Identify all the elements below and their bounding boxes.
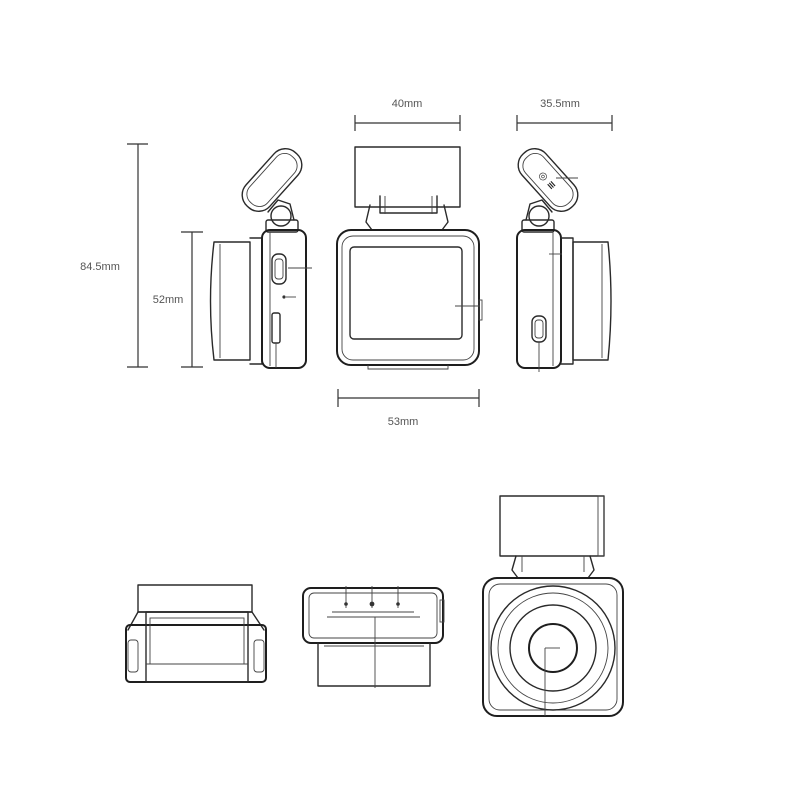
dim-label-35-5mm: 35.5mm [540, 98, 580, 110]
dimension-84-5mm: 84.5mm [80, 143, 148, 368]
dim-label-52mm: 52mm [153, 294, 184, 306]
dim-label-40mm: 40mm [392, 98, 423, 110]
front-screen-view [336, 146, 483, 370]
dim-label-84-5mm: 84.5mm [80, 261, 120, 273]
dimension-40mm: 40mm [354, 98, 461, 131]
dimension-52mm: 52mm [153, 231, 203, 368]
rear-lens-view [482, 495, 624, 717]
top-view-buttons [302, 586, 445, 688]
svg-text:◎ ≡: ◎ ≡ [536, 170, 558, 193]
dim-label-53mm: 53mm [388, 416, 419, 428]
right-side-view: ◎ ≡ [516, 148, 612, 372]
dimension-53mm: 53mm [337, 389, 480, 428]
left-side-view [209, 148, 312, 369]
bottom-view-mount [125, 584, 267, 683]
dimension-35-5mm: 35.5mm [516, 98, 613, 131]
